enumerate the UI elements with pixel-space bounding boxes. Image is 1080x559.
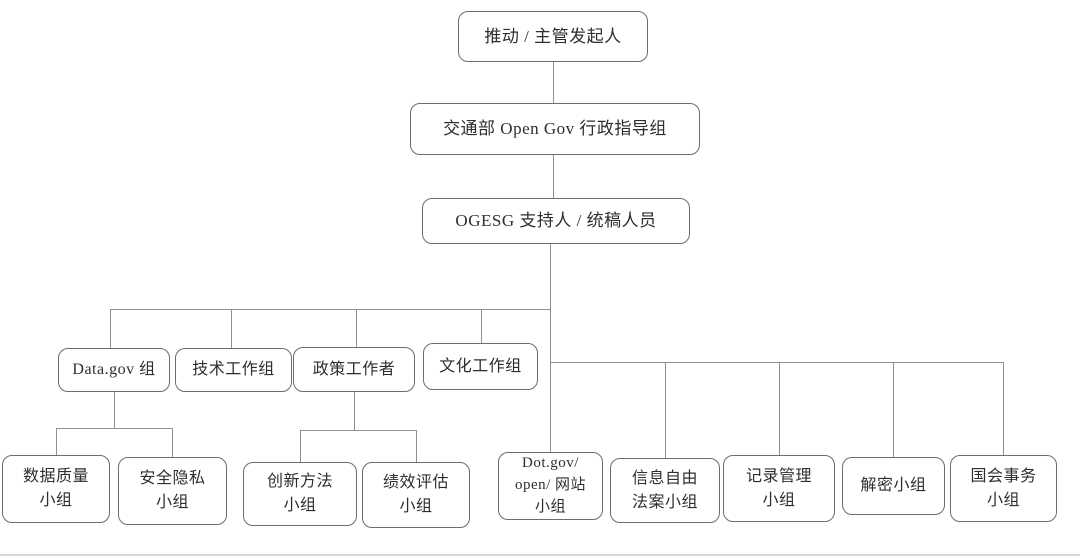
org-node-steering-group-label: 交通部 Open Gov 行政指导组 bbox=[443, 119, 667, 139]
connector-policy-stem bbox=[354, 392, 355, 430]
org-node-innovation-methods-team: 创新方法 小组 bbox=[243, 462, 357, 526]
org-node-records-mgmt-team: 记录管理 小组 bbox=[723, 455, 835, 522]
org-node-policy-workers: 政策工作者 bbox=[293, 347, 415, 392]
org-node-dotgov-website-team: Dot.gov/ open/ 网站 小组 bbox=[498, 452, 603, 520]
connector-drop-data-quality bbox=[56, 428, 57, 455]
org-node-congress-affairs-team: 国会事务 小组 bbox=[950, 455, 1057, 522]
org-node-security-privacy-team: 安全隐私 小组 bbox=[118, 457, 227, 525]
org-node-declassification-team: 解密小组 bbox=[842, 457, 945, 515]
org-node-congress-affairs-team-label: 国会事务 小组 bbox=[970, 467, 1037, 509]
org-node-performance-eval-team-label: 绩效评估 小组 bbox=[382, 474, 449, 515]
org-node-tech-workgroup-label: 技术工作组 bbox=[192, 361, 275, 378]
connector-steering-support bbox=[553, 155, 554, 198]
org-node-culture-workgroup: 文化工作组 bbox=[423, 343, 538, 390]
connector-datagov-stem bbox=[114, 392, 115, 428]
org-node-tech-workgroup: 技术工作组 bbox=[175, 348, 292, 392]
connector-drop-tech bbox=[231, 309, 232, 348]
connector-drop-foia bbox=[665, 362, 666, 458]
org-node-foia-team: 信息自由 法案小组 bbox=[610, 458, 720, 523]
connector-teams-bus bbox=[550, 362, 1004, 363]
org-node-ogesg-support: OGESG 支持人 / 统稿人员 bbox=[422, 198, 690, 244]
org-node-declassification-team-label: 解密小组 bbox=[860, 477, 927, 494]
org-node-innovation-methods-team-label: 创新方法 小组 bbox=[266, 473, 333, 514]
bottom-rule bbox=[0, 554, 1080, 556]
org-node-culture-workgroup-label: 文化工作组 bbox=[439, 357, 522, 375]
connector-support-spine bbox=[550, 244, 551, 452]
org-node-data-quality-team: 数据质量 小组 bbox=[2, 455, 110, 523]
connector-drop-declass bbox=[893, 362, 894, 457]
org-node-dotgov-website-team-label: Dot.gov/ open/ 网站 小组 bbox=[514, 455, 587, 515]
org-node-data-quality-team-label: 数据质量 小组 bbox=[22, 468, 89, 509]
connector-drop-datagov bbox=[110, 309, 111, 348]
org-node-datagov-group: Data.gov 组 bbox=[58, 348, 170, 392]
org-node-security-privacy-team-label: 安全隐私 小组 bbox=[139, 470, 206, 511]
org-node-datagov-group-label: Data.gov 组 bbox=[72, 361, 156, 378]
connector-drop-innovation bbox=[300, 430, 301, 462]
org-node-performance-eval-team: 绩效评估 小组 bbox=[362, 462, 470, 528]
connector-policy-bus bbox=[300, 430, 417, 431]
org-node-ogesg-support-label: OGESG 支持人 / 统稿人员 bbox=[455, 211, 657, 231]
connector-drop-records bbox=[779, 362, 780, 455]
connector-drop-culture bbox=[481, 309, 482, 343]
org-node-records-mgmt-team-label: 记录管理 小组 bbox=[745, 467, 812, 509]
connector-workgroups-bus bbox=[110, 309, 551, 310]
connector-drop-congress bbox=[1003, 362, 1004, 455]
connector-drop-performance bbox=[416, 430, 417, 462]
connector-drop-privacy bbox=[172, 428, 173, 457]
org-node-policy-workers-label: 政策工作者 bbox=[312, 360, 396, 378]
connector-drop-policy bbox=[356, 309, 357, 347]
connector-datagov-bus bbox=[56, 428, 173, 429]
org-node-foia-team-label: 信息自由 法案小组 bbox=[631, 469, 698, 511]
org-node-sponsor: 推动 / 主管发起人 bbox=[458, 11, 648, 62]
org-node-sponsor-label: 推动 / 主管发起人 bbox=[484, 26, 622, 46]
org-node-steering-group: 交通部 Open Gov 行政指导组 bbox=[410, 103, 700, 155]
connector-sponsor-steering bbox=[553, 62, 554, 103]
